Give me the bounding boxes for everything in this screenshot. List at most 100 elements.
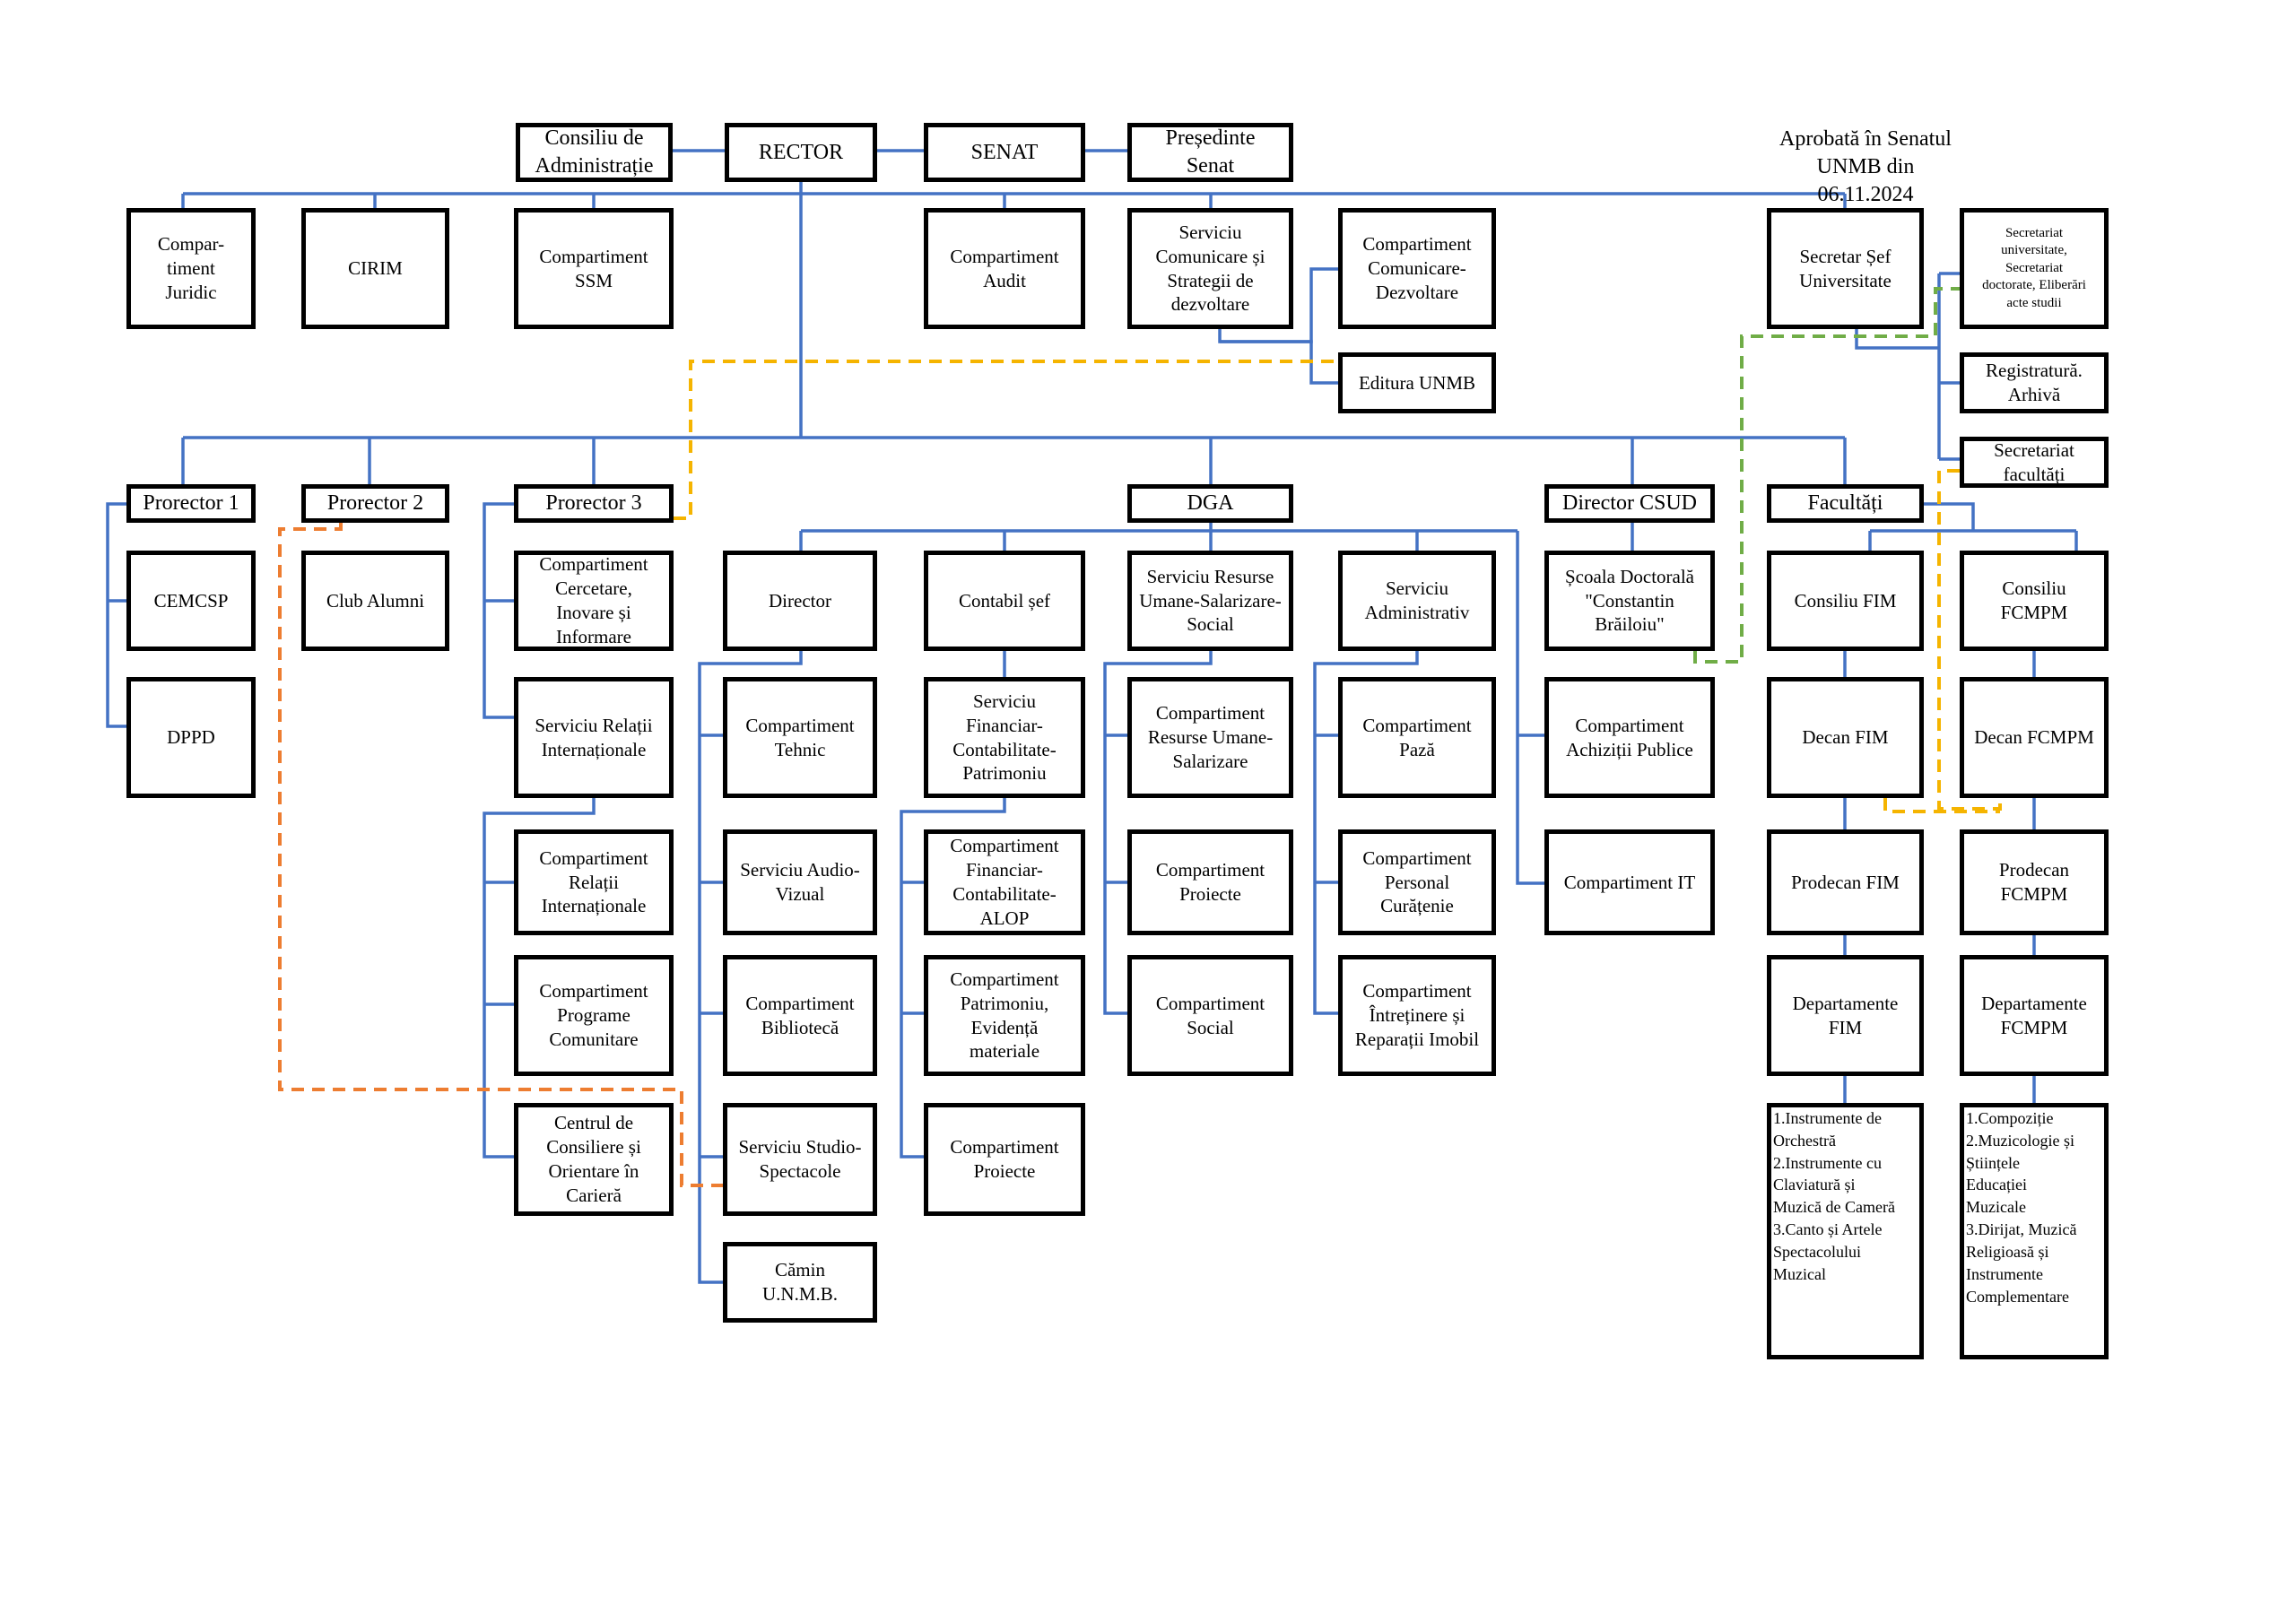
club-alumni-label: Club Alumni — [326, 589, 425, 612]
director-csud-label: Director CSUD — [1562, 491, 1697, 516]
prorector-3-box: Prorector 3 — [514, 484, 674, 523]
prodecan-fcmpm-box: Prodecan FCMPM — [1960, 829, 2109, 935]
compartiment-intretinere-box: Compartiment Întreținere și Reparații Im… — [1338, 955, 1496, 1076]
camin-unmb-label: Cămin U.N.M.B. — [761, 1259, 838, 1305]
serviciu-comunicare-label: Serviciu Comunicare și Strategii de dezv… — [1155, 221, 1265, 316]
compartiment-biblioteca-label: Compartiment Bibliotecă — [745, 992, 855, 1038]
compartiment-cercetare-box: Compartiment Cercetare, Inovare și Infor… — [514, 551, 674, 651]
compartiment-resurse-umane-label: Compartiment Resurse Umane- Salarizare — [1147, 702, 1274, 772]
compartiment-patrimoniu-label: Compartiment Patrimoniu, Evidență materi… — [950, 968, 1059, 1063]
compartiment-curatenie-box: Compartiment Personal Curățenie — [1338, 829, 1496, 935]
dppd-label: DPPD — [167, 726, 215, 749]
dga-box: DGA — [1127, 484, 1293, 523]
compartiment-cercetare-label: Compartiment Cercetare, Inovare și Infor… — [539, 553, 648, 647]
resurse-spine — [1103, 651, 1213, 1015]
centrul-consiliere-box: Centrul de Consiliere și Orientare în Ca… — [514, 1103, 674, 1216]
prorector-3-label: Prorector 3 — [545, 491, 642, 516]
compartiment-financiar-alop-box: Compartiment Financiar- Contabilitate- A… — [924, 829, 1085, 935]
rel-int-spine — [483, 798, 596, 1159]
compartiment-tehnic-box: Compartiment Tehnic — [723, 677, 877, 798]
presedinte-senat-box: Președinte Senat — [1127, 123, 1293, 182]
consiliu-fim-box: Consiliu FIM — [1767, 551, 1924, 651]
compartiment-intretinere-label: Compartiment Întreținere și Reparații Im… — [1354, 980, 1480, 1050]
pr3-spine — [483, 502, 514, 719]
prorector-1-box: Prorector 1 — [126, 484, 256, 523]
compartiment-audit-box: Compartiment Audit — [924, 208, 1085, 329]
lista-departamente-fcmpm-box: 1.Compoziție 2.Muzicologie și Științele … — [1960, 1103, 2109, 1359]
presedinte-senat-label: Președinte Senat — [1165, 126, 1256, 178]
compartiment-juridic-label: Compar- timent Juridic — [157, 233, 225, 303]
consiliu-administratie-label: Consiliu de Administrație — [535, 126, 654, 178]
scoala-doctorala-box: Școala Doctorală "Constantin Brăiloiu" — [1544, 551, 1715, 651]
editura-unmb-box: Editura UNMB — [1338, 352, 1496, 413]
rector-box: RECTOR — [725, 123, 877, 182]
consiliu-fcmpm-label: Consiliu FCMPM — [2000, 577, 2068, 623]
departamente-fcmpm-box: Departamente FCMPM — [1960, 955, 2109, 1076]
director-label: Director — [769, 589, 831, 612]
compartiment-audit-label: Compartiment Audit — [950, 245, 1059, 291]
serviciu-relatii-internationale-box: Serviciu Relații Internaționale — [514, 677, 674, 798]
director-spine — [698, 651, 803, 1284]
decan-fcmpm-label: Decan FCMPM — [1974, 726, 2094, 749]
compartiment-achizitii-label: Compartiment Achiziții Publice — [1566, 714, 1693, 760]
dashed-prorector2-studio — [278, 523, 723, 1187]
serviciu-audio-vizual-box: Serviciu Audio- Vizual — [723, 829, 877, 935]
dashed-decan-fim — [1883, 798, 2000, 813]
compartiment-proiecte-financiar-label: Compartiment Proiecte — [950, 1136, 1059, 1182]
director-box: Director — [723, 551, 877, 651]
compartiment-biblioteca-box: Compartiment Bibliotecă — [723, 955, 877, 1076]
cirim-box: CIRIM — [301, 208, 449, 329]
compartiment-it-label: Compartiment IT — [1563, 871, 1696, 893]
dga-csud-spine — [1516, 531, 1544, 885]
editura-unmb-label: Editura UNMB — [1358, 371, 1476, 394]
compartiment-paza-box: Compartiment Pază — [1338, 677, 1496, 798]
departamente-fim-box: Departamente FIM — [1767, 955, 1924, 1076]
contabil-sef-label: Contabil șef — [958, 589, 1051, 612]
serviciu-resurse-umane-label: Serviciu Resurse Umane-Salarizare- Socia… — [1139, 565, 1282, 636]
compartiment-programe-comunitare-box: Compartiment Programe Comunitare — [514, 955, 674, 1076]
compartiment-achizitii-box: Compartiment Achiziții Publice — [1544, 677, 1715, 798]
serviciu-studio-spectacole-label: Serviciu Studio- Spectacole — [738, 1136, 862, 1182]
decan-fcmpm-box: Decan FCMPM — [1960, 677, 2109, 798]
compartiment-comunicare-dezvoltare-box: Compartiment Comunicare- Dezvoltare — [1338, 208, 1496, 329]
senat-box: SENAT — [924, 123, 1085, 182]
compartiment-social-box: Compartiment Social — [1127, 955, 1293, 1076]
club-alumni-box: Club Alumni — [301, 551, 449, 651]
lista-departamente-fim-box: 1.Instrumente de Orchestră 2.Instrumente… — [1767, 1103, 1924, 1359]
dashed-secretariat-decan — [1937, 469, 2002, 811]
prorector-2-box: Prorector 2 — [301, 484, 449, 523]
compartiment-ssm-box: Compartiment SSM — [514, 208, 674, 329]
compartiment-relatii-internationale-label: Compartiment Relații Internaționale — [539, 846, 648, 917]
decan-fim-box: Decan FIM — [1767, 677, 1924, 798]
serviciu-resurse-umane-box: Serviciu Resurse Umane-Salarizare- Socia… — [1127, 551, 1293, 651]
secretar-branch — [1855, 329, 1939, 350]
senat-label: SENAT — [970, 140, 1039, 164]
administrativ-spine — [1313, 651, 1419, 1015]
compartiment-juridic-box: Compar- timent Juridic — [126, 208, 256, 329]
departamente-fcmpm-label: Departamente FCMPM — [1981, 992, 2087, 1038]
lista-departamente-fcmpm-label: 1.Compoziție 2.Muzicologie și Științele … — [1966, 1109, 2077, 1306]
compartiment-tehnic-label: Compartiment Tehnic — [745, 714, 855, 760]
secretar-sef-box: Secretar Șef Universitate — [1767, 208, 1924, 329]
scoala-doctorala-label: Școala Doctorală "Constantin Brăiloiu" — [1564, 565, 1695, 636]
compartiment-financiar-alop-label: Compartiment Financiar- Contabilitate- A… — [950, 835, 1059, 929]
serviciu-relatii-internationale-label: Serviciu Relații Internaționale — [535, 714, 653, 760]
compartiment-proiecte-financiar-box: Compartiment Proiecte — [924, 1103, 1085, 1216]
consiliu-fcmpm-box: Consiliu FCMPM — [1960, 551, 2109, 651]
facultati-box: Facultăți — [1767, 484, 1924, 523]
consiliu-administratie-box: Consiliu de Administrație — [516, 123, 673, 182]
centrul-consiliere-label: Centrul de Consiliere și Orientare în Ca… — [546, 1112, 641, 1206]
serviciu-comunicare-box: Serviciu Comunicare și Strategii de dezv… — [1127, 208, 1293, 329]
cemcsp-label: CEMCSP — [153, 589, 229, 612]
secretar-sef-label: Secretar Șef Universitate — [1799, 245, 1892, 291]
secretariat-universitate-box: Secretariat universitate, Secretariat do… — [1960, 208, 2109, 329]
registratura-arhiva-label: Registratură. Arhivă — [1986, 360, 2083, 405]
serviciu-financiar-box: Serviciu Financiar- Contabilitate- Patri… — [924, 677, 1085, 798]
secretariat-universitate-label: Secretariat universitate, Secretariat do… — [1982, 225, 2086, 310]
prodecan-fcmpm-label: Prodecan FCMPM — [1998, 859, 2070, 905]
financiar-spine — [900, 798, 1006, 1159]
secretariat-facultati-label: Secretariat facultăți — [1994, 438, 2074, 485]
fac-stem — [1924, 502, 1975, 531]
dashed-prorector3-editura — [674, 360, 1338, 520]
serviciu-studio-spectacole-box: Serviciu Studio- Spectacole — [723, 1103, 877, 1216]
